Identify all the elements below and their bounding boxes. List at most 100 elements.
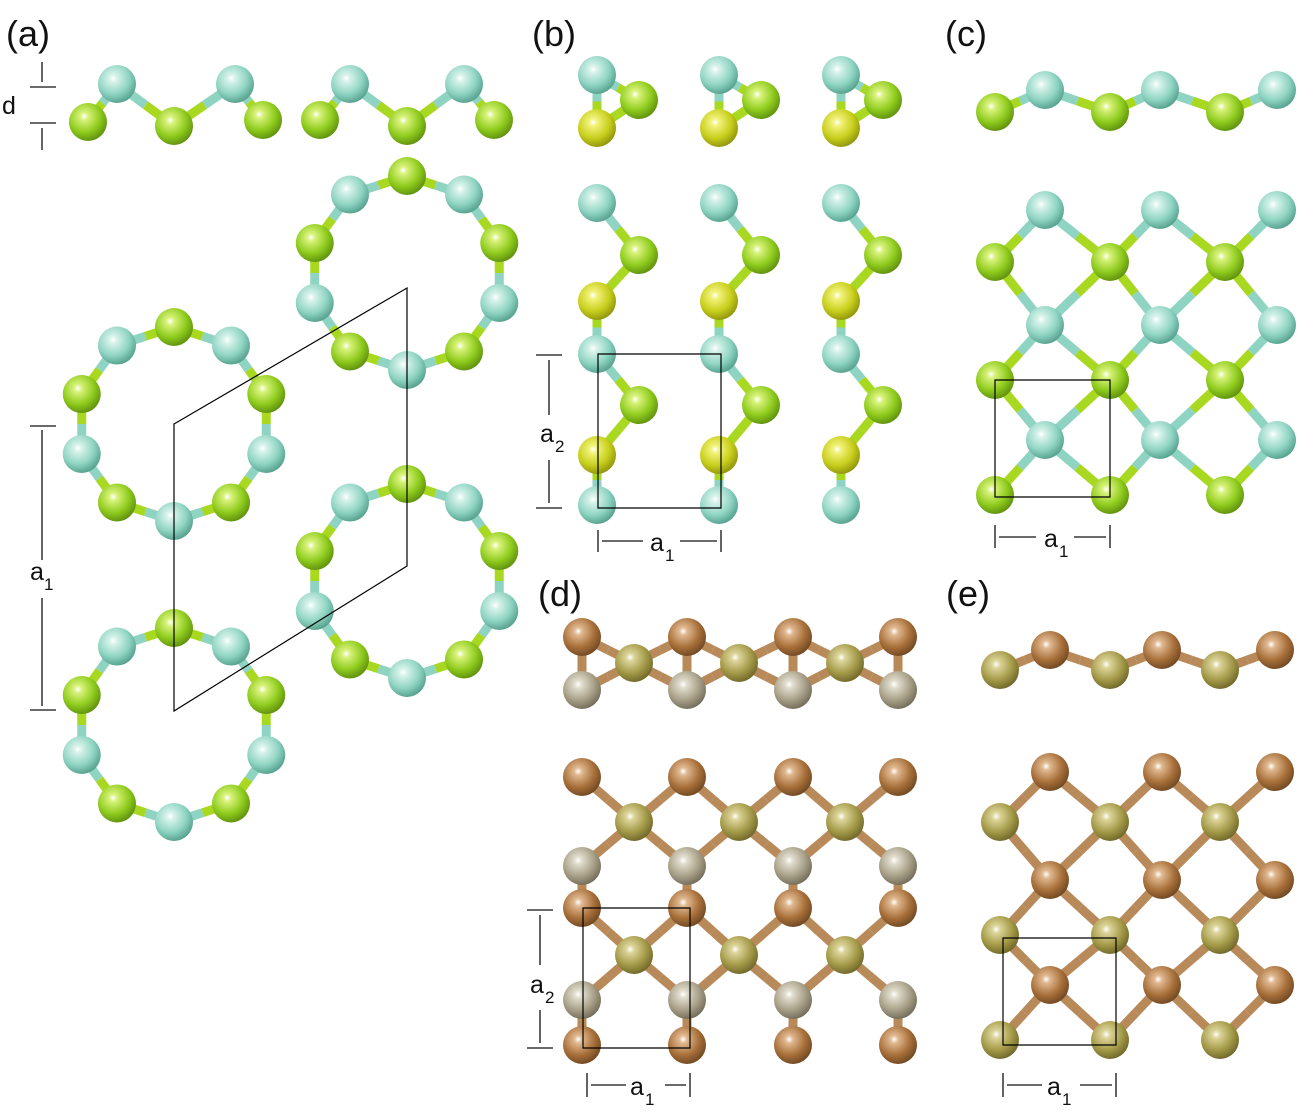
atom bbox=[445, 175, 484, 214]
atom bbox=[822, 486, 860, 524]
dim-label-a1-panel-c: a 1 bbox=[1044, 525, 1068, 561]
atom bbox=[864, 386, 902, 424]
atom bbox=[1031, 631, 1069, 669]
atom bbox=[774, 618, 812, 656]
atom bbox=[155, 107, 193, 145]
atom bbox=[301, 101, 339, 139]
atom bbox=[445, 332, 484, 371]
dim-subscript: 2 bbox=[545, 988, 554, 1007]
panel-label-c: (c) bbox=[945, 13, 987, 54]
atom bbox=[578, 436, 616, 474]
atom bbox=[700, 56, 738, 94]
atom bbox=[1201, 1021, 1239, 1059]
atom bbox=[212, 483, 251, 522]
atom bbox=[981, 916, 1019, 954]
atom bbox=[578, 282, 616, 320]
atom bbox=[563, 758, 601, 796]
atom bbox=[668, 758, 706, 796]
atom bbox=[388, 659, 426, 697]
atom bbox=[742, 386, 780, 424]
atom bbox=[826, 644, 864, 682]
unit-cell-panel-d bbox=[582, 907, 691, 1049]
atom bbox=[822, 282, 860, 320]
atom bbox=[445, 65, 483, 103]
atom bbox=[1026, 191, 1064, 229]
atom bbox=[864, 236, 902, 274]
atom bbox=[620, 386, 658, 424]
atom bbox=[879, 847, 917, 885]
atom bbox=[563, 1026, 601, 1064]
atom bbox=[445, 640, 484, 679]
atom bbox=[578, 184, 616, 222]
atom bbox=[480, 283, 519, 322]
atom bbox=[1143, 966, 1181, 1004]
unit-cell-panel-e bbox=[1002, 937, 1117, 1046]
dimension-annotations bbox=[30, 62, 1117, 1097]
dim-subscript: 1 bbox=[1062, 1090, 1071, 1109]
atom bbox=[700, 282, 738, 320]
dim-subscript: 1 bbox=[1059, 542, 1068, 561]
atom bbox=[1201, 651, 1239, 689]
atom bbox=[480, 591, 519, 630]
dim-letter: a bbox=[530, 971, 544, 999]
atom bbox=[295, 591, 334, 630]
panel-label-b: (b) bbox=[532, 13, 576, 54]
atom bbox=[981, 651, 1019, 689]
dim-label-a1-panel-d: a 1 bbox=[630, 1073, 654, 1109]
atom bbox=[774, 1026, 812, 1064]
atom bbox=[615, 936, 653, 974]
atom bbox=[1031, 966, 1069, 1004]
atom bbox=[1026, 421, 1064, 459]
atom bbox=[668, 981, 706, 1019]
atom bbox=[1141, 71, 1179, 109]
atom bbox=[1256, 966, 1294, 1004]
atom bbox=[247, 676, 286, 715]
atom bbox=[822, 109, 860, 147]
atom bbox=[668, 1026, 706, 1064]
atom bbox=[1206, 361, 1244, 399]
dim-letter: a bbox=[630, 1073, 644, 1101]
atom bbox=[295, 224, 334, 263]
unit-cell-panel-b bbox=[597, 353, 722, 509]
atom bbox=[1143, 631, 1181, 669]
atom bbox=[822, 56, 860, 94]
atom bbox=[1026, 306, 1064, 344]
dim-label-a1-panel-a: a 1 bbox=[30, 558, 53, 594]
atom bbox=[774, 889, 812, 927]
atom bbox=[97, 784, 136, 823]
atom bbox=[976, 243, 1014, 281]
atom bbox=[388, 107, 426, 145]
atom bbox=[822, 436, 860, 474]
atom bbox=[879, 889, 917, 927]
atom bbox=[826, 803, 864, 841]
dim-subscript: 2 bbox=[555, 437, 564, 456]
atom bbox=[1141, 421, 1179, 459]
atom bbox=[97, 326, 136, 365]
dim-label-d: d bbox=[2, 92, 16, 120]
atom bbox=[879, 671, 917, 709]
atom bbox=[97, 627, 136, 666]
atom bbox=[62, 434, 101, 473]
atom bbox=[620, 236, 658, 274]
atom bbox=[879, 618, 917, 656]
atom bbox=[668, 618, 706, 656]
atom bbox=[1141, 191, 1179, 229]
atom bbox=[155, 803, 193, 841]
atom bbox=[330, 483, 369, 522]
dim-label-a1-panel-e: a 1 bbox=[1047, 1073, 1071, 1109]
dim-label-a2-panel-b: a 2 bbox=[540, 420, 564, 456]
dim-letter: a bbox=[650, 529, 664, 557]
atom bbox=[774, 758, 812, 796]
atom bbox=[720, 644, 758, 682]
dim-letter: a bbox=[1044, 525, 1058, 553]
atom bbox=[879, 1026, 917, 1064]
panel-label-d: (d) bbox=[538, 573, 582, 614]
atom bbox=[822, 335, 860, 373]
atom bbox=[247, 735, 286, 774]
atom bbox=[700, 436, 738, 474]
atom bbox=[212, 326, 251, 365]
atom bbox=[98, 65, 136, 103]
atom bbox=[212, 784, 251, 823]
atom bbox=[1091, 1021, 1129, 1059]
atom bbox=[774, 847, 812, 885]
